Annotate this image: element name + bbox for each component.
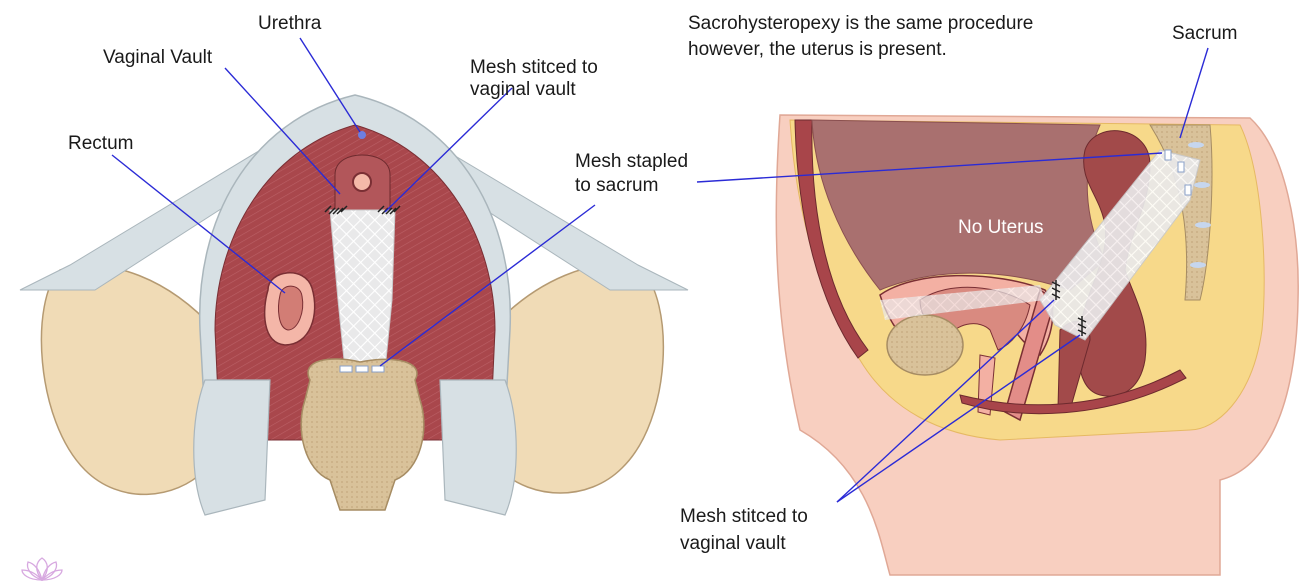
label-mesh-stitched-bottom-line2: vaginal vault	[680, 532, 786, 555]
label-mesh-stitched-top-line2: vaginal vault	[470, 78, 576, 101]
left-ischial-block	[194, 380, 270, 515]
label-no-uterus: No Uterus	[958, 216, 1044, 239]
label-urethra: Urethra	[258, 12, 321, 35]
left-hip-bone	[41, 266, 215, 495]
urethra-opening	[358, 131, 366, 139]
label-rectum: Rectum	[68, 132, 133, 155]
label-vaginal-vault: Vaginal Vault	[103, 46, 212, 69]
lotus-icon	[22, 558, 62, 580]
note-line1: Sacrohysteropexy is the same procedure	[688, 12, 1033, 35]
sacrum-vertebra	[301, 359, 424, 510]
sacral-staples	[340, 366, 384, 372]
vault-opening	[353, 173, 371, 191]
label-sacrum: Sacrum	[1172, 22, 1237, 45]
sagittal-view	[776, 115, 1298, 575]
right-ischial-block	[440, 380, 516, 515]
label-mesh-stapled-line2: to sacrum	[575, 174, 658, 197]
label-mesh-stapled-line1: Mesh stapled	[575, 150, 688, 173]
label-mesh-stitched-top-line1: Mesh stitced to	[470, 56, 598, 79]
note-line2: however, the uterus is present.	[688, 38, 947, 61]
pubic-bone	[887, 315, 963, 375]
label-mesh-stitched-bottom-line1: Mesh stitced to	[680, 505, 808, 528]
